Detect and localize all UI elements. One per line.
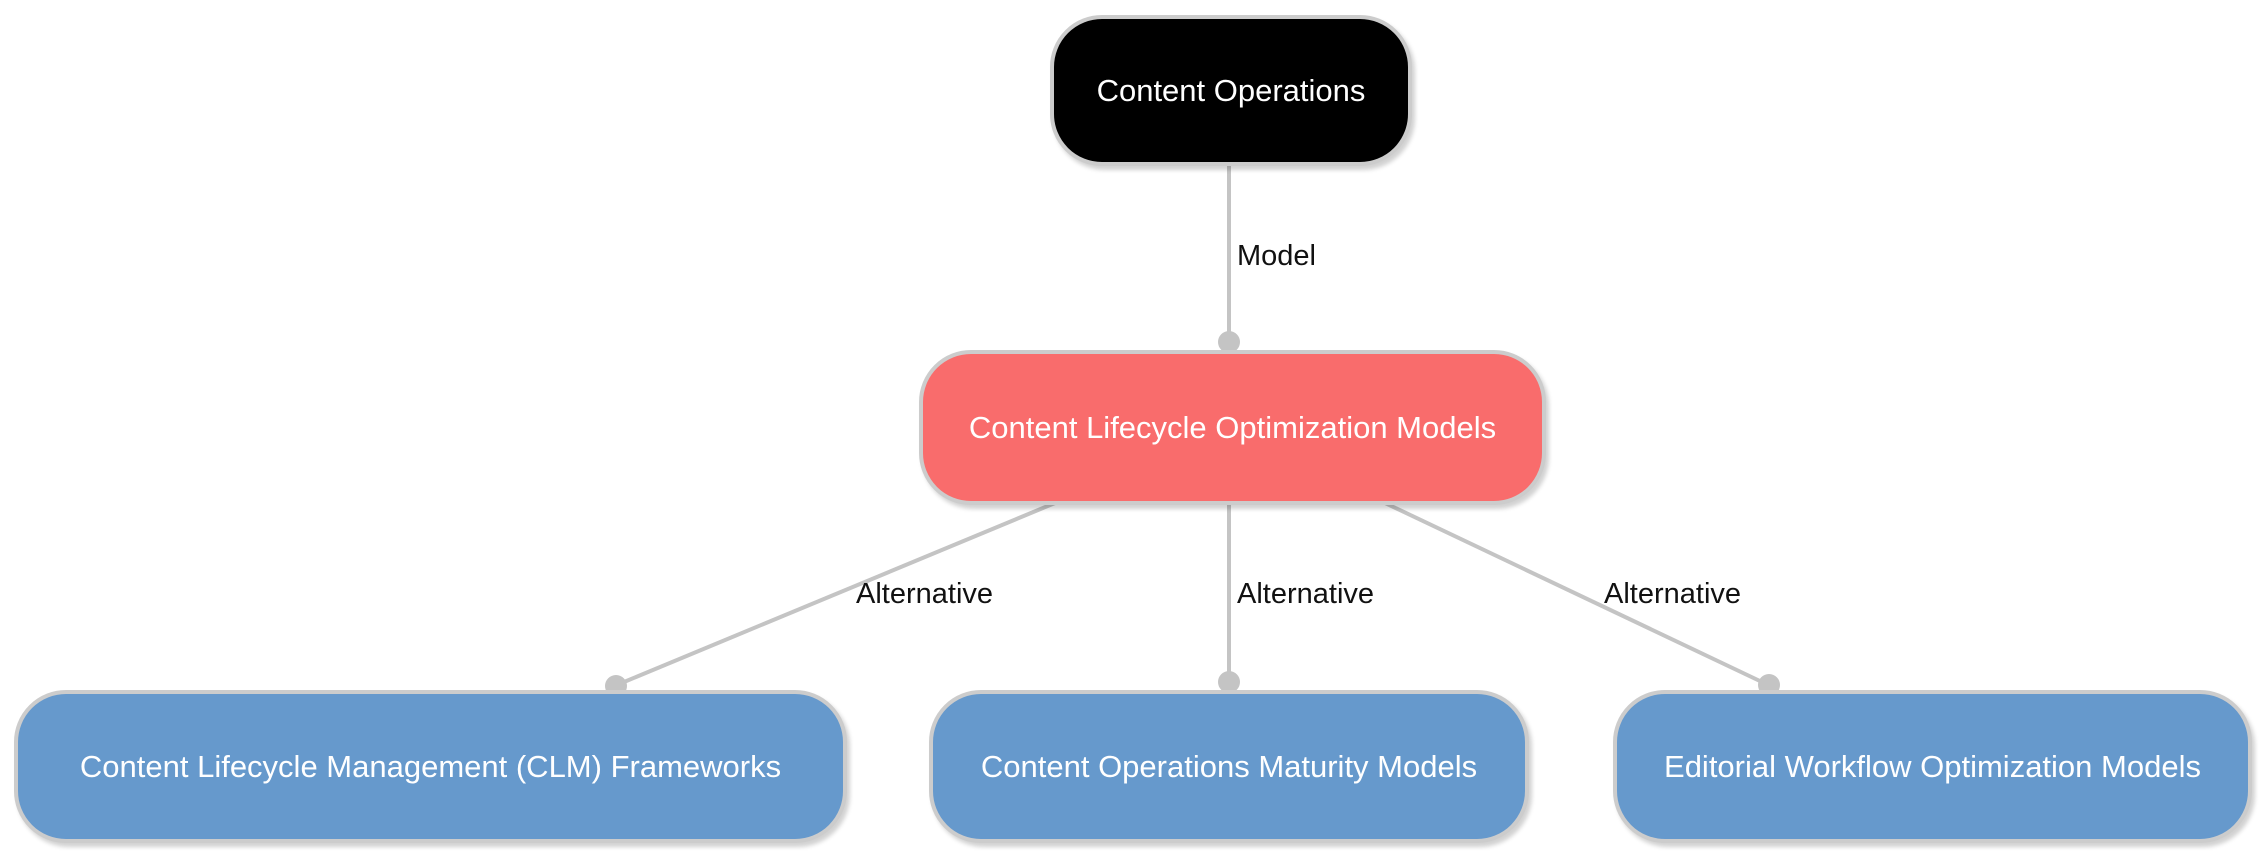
node-editorial-workflow-optimization-models[interactable]: Editorial Workflow Optimization Models xyxy=(1613,690,2252,843)
node-label: Content Lifecycle Optimization Models xyxy=(968,409,1497,445)
node-label: Content Operations Maturity Models xyxy=(980,748,1478,784)
node-label: Content Lifecycle Management (CLM) Frame… xyxy=(79,748,782,784)
node-content-operations[interactable]: Content Operations xyxy=(1050,15,1412,166)
node-content-lifecycle-optimization-models[interactable]: Content Lifecycle Optimization Models xyxy=(919,350,1546,505)
node-label: Content Operations xyxy=(1096,72,1366,108)
edge-label-alternative-3: Alternative xyxy=(1604,578,1742,610)
edge-label-alternative-2: Alternative xyxy=(1237,578,1375,610)
edge-label-alternative-1: Alternative xyxy=(856,578,994,610)
node-label: Editorial Workflow Optimization Models xyxy=(1664,748,2201,784)
node-clm-frameworks[interactable]: Content Lifecycle Management (CLM) Frame… xyxy=(14,690,847,843)
edge-label-model: Model xyxy=(1237,240,1316,272)
node-content-operations-maturity-models[interactable]: Content Operations Maturity Models xyxy=(929,690,1529,843)
